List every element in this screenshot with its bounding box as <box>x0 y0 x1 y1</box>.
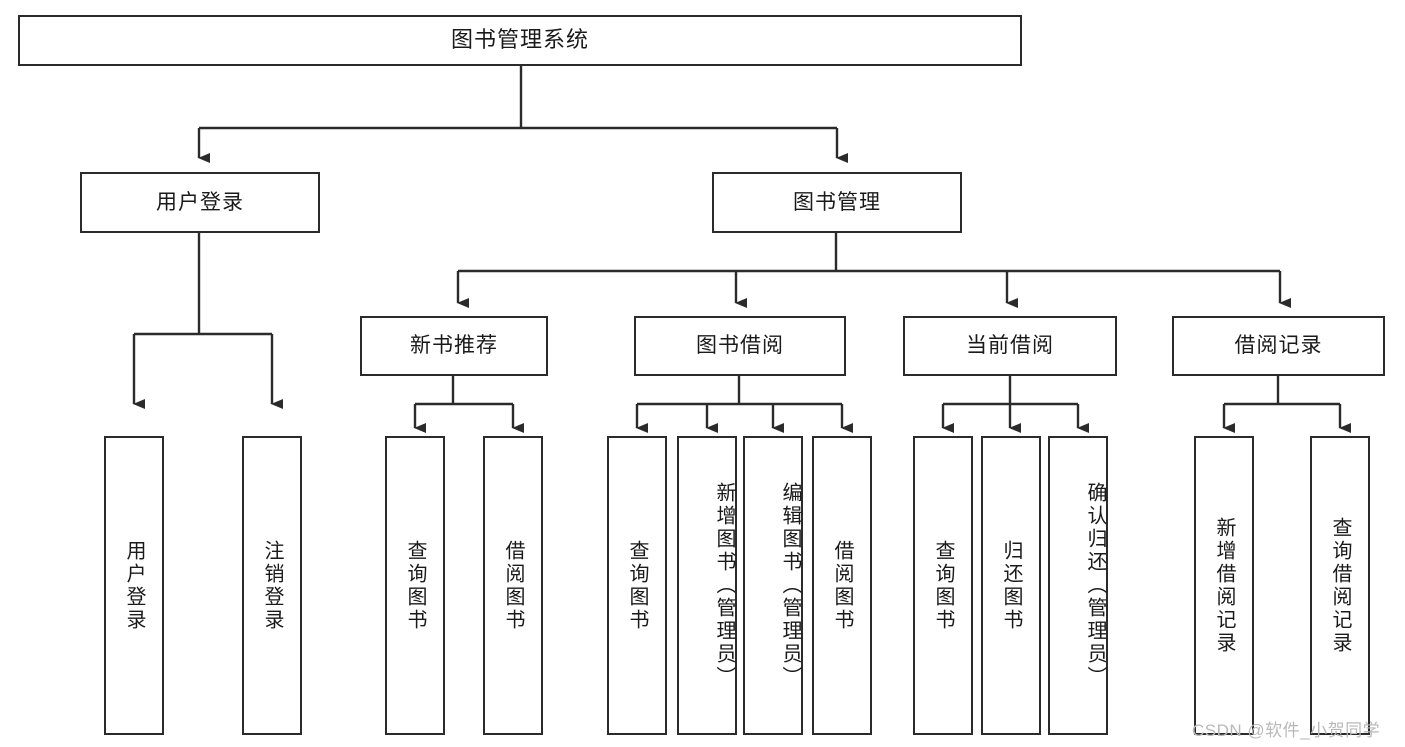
leaf-logout-login[interactable]: 注销登录 <box>242 436 302 735</box>
leaf-add-record[interactable]: 新增借阅记录 <box>1194 436 1254 735</box>
leaf-query-book-2-label: 查询图书 <box>626 539 648 632</box>
node-book-borrow[interactable]: 图书借阅 <box>634 316 846 376</box>
leaf-add-book[interactable]: 新增图书（管理员） <box>677 436 737 735</box>
leaf-query-record-label: 查询借阅记录 <box>1329 516 1351 655</box>
leaf-edit-book[interactable]: 编辑图书（管理员） <box>743 436 803 735</box>
leaf-borrow-book-1[interactable]: 借阅图书 <box>483 436 543 735</box>
node-root[interactable]: 图书管理系统 <box>18 15 1022 66</box>
node-book-manage[interactable]: 图书管理 <box>712 172 962 233</box>
leaf-query-record[interactable]: 查询借阅记录 <box>1310 436 1370 735</box>
leaf-return-book-label: 归还图书 <box>1000 539 1022 632</box>
leaf-user-login[interactable]: 用户登录 <box>104 436 164 735</box>
node-book-manage-label: 图书管理 <box>793 190 881 214</box>
leaf-add-record-label: 新增借阅记录 <box>1213 516 1235 655</box>
leaf-confirm-return[interactable]: 确认归还（管理员） <box>1048 436 1108 735</box>
node-borrow-record[interactable]: 借阅记录 <box>1172 316 1385 376</box>
leaf-user-login-label: 用户登录 <box>123 539 145 632</box>
node-new-book-recommend[interactable]: 新书推荐 <box>360 316 548 376</box>
leaf-query-book-3[interactable]: 查询图书 <box>913 436 973 735</box>
leaf-logout-login-label: 注销登录 <box>261 539 283 632</box>
leaf-borrow-book-1-label: 借阅图书 <box>502 539 524 632</box>
leaf-confirm-return-label: 确认归还（管理员） <box>1084 482 1106 689</box>
node-user-login-label: 用户登录 <box>156 190 244 214</box>
leaf-borrow-book-2[interactable]: 借阅图书 <box>812 436 872 735</box>
node-new-book-recommend-label: 新书推荐 <box>410 334 498 358</box>
leaf-query-book-1[interactable]: 查询图书 <box>385 436 445 735</box>
node-current-borrow-label: 当前借阅 <box>966 334 1054 358</box>
leaf-query-book-1-label: 查询图书 <box>404 539 426 632</box>
node-borrow-record-label: 借阅记录 <box>1234 334 1323 358</box>
node-book-borrow-label: 图书借阅 <box>696 334 784 358</box>
node-root-label: 图书管理系统 <box>450 27 589 53</box>
leaf-add-book-label: 新增图书（管理员） <box>713 482 735 689</box>
leaf-edit-book-label: 编辑图书（管理员） <box>779 482 801 689</box>
leaf-borrow-book-2-label: 借阅图书 <box>831 539 853 632</box>
leaf-return-book[interactable]: 归还图书 <box>981 436 1041 735</box>
node-user-login[interactable]: 用户登录 <box>80 172 320 233</box>
leaf-query-book-3-label: 查询图书 <box>932 539 954 632</box>
node-current-borrow[interactable]: 当前借阅 <box>903 316 1117 376</box>
csdn-watermark: CSDN @软件_小贺同学 <box>1192 721 1381 740</box>
leaf-query-book-2[interactable]: 查询图书 <box>607 436 667 735</box>
